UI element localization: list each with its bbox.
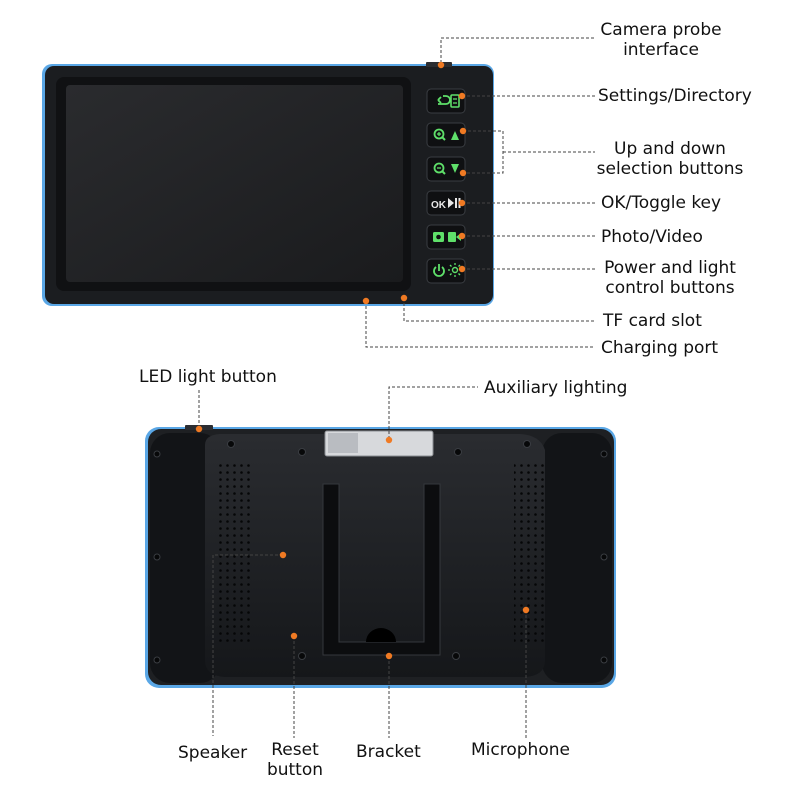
label-tf-card: TF card slot xyxy=(603,311,702,331)
front-leader-lines xyxy=(365,37,595,348)
label-speaker: Speaker xyxy=(178,743,248,763)
back-leader-lines xyxy=(198,386,527,738)
back-center-panel xyxy=(205,434,545,677)
power-icon xyxy=(433,264,445,277)
up-selection-button[interactable] xyxy=(426,122,466,148)
label-microphone: Microphone xyxy=(471,740,570,760)
triangle-up-icon xyxy=(451,131,459,140)
label-reset-line1: Reset xyxy=(271,740,319,760)
label-up-down: Up and down selection buttons xyxy=(590,139,750,179)
label-camera-probe-line1: Camera probe xyxy=(600,20,722,40)
dot-tf-card xyxy=(400,294,408,302)
leader-charging xyxy=(365,301,595,348)
dot-charging xyxy=(362,297,370,305)
label-auxiliary-lighting: Auxiliary lighting xyxy=(484,378,628,398)
zoom-out-icon xyxy=(433,162,446,175)
label-bracket: Bracket xyxy=(356,742,421,762)
dot-up xyxy=(459,127,467,135)
leader-camera-probe xyxy=(440,37,595,63)
front-device xyxy=(42,62,494,306)
dot-photo-video xyxy=(458,232,466,240)
label-reset-line2: button xyxy=(266,760,324,780)
dot-ok xyxy=(458,199,466,207)
ok-text-icon: OK xyxy=(431,200,447,211)
label-power-light: Power and light control buttons xyxy=(595,258,745,298)
menu-list-icon xyxy=(450,94,460,108)
leader-tf-card xyxy=(403,298,595,322)
label-up-down-line2: selection buttons xyxy=(596,159,744,179)
label-led-light-button: LED light button xyxy=(139,367,277,387)
back-screws xyxy=(153,440,608,664)
dot-bracket xyxy=(385,652,393,660)
left-grip xyxy=(150,433,220,683)
label-settings-directory: Settings/Directory xyxy=(598,86,752,106)
leader-aux xyxy=(388,386,478,439)
camera-icon xyxy=(433,232,444,242)
power-light-button[interactable] xyxy=(426,258,466,284)
dot-reset xyxy=(290,632,298,640)
mic-grill-right xyxy=(514,462,546,642)
speaker-grill-left xyxy=(218,462,250,642)
back-device xyxy=(145,425,616,688)
label-charging-port: Charging port xyxy=(601,338,719,358)
back-arrow-icon xyxy=(437,95,451,105)
kickstand-bracket xyxy=(322,483,441,656)
label-reset-button: Reset button xyxy=(260,740,330,780)
dot-microphone xyxy=(522,606,530,614)
back-callout-dots xyxy=(195,425,530,660)
dot-speaker xyxy=(279,551,287,559)
label-camera-probe: Camera probe interface xyxy=(597,20,725,60)
front-screen xyxy=(66,85,403,282)
label-up-down-line1: Up and down xyxy=(614,139,726,159)
label-power-light-line2: control buttons xyxy=(605,278,735,298)
dot-camera-probe xyxy=(437,61,445,69)
dot-power-light xyxy=(458,265,466,273)
dot-settings xyxy=(458,92,466,100)
zoom-in-icon xyxy=(433,128,446,141)
settings-directory-button[interactable] xyxy=(426,88,466,114)
light-icon xyxy=(448,263,462,277)
auxiliary-light-lens xyxy=(328,433,358,453)
right-grip xyxy=(542,433,612,683)
leader-speaker xyxy=(212,554,283,736)
triangle-down-icon xyxy=(451,164,459,173)
down-selection-button[interactable] xyxy=(426,156,466,182)
label-photo-video: Photo/Video xyxy=(601,227,703,247)
dot-aux xyxy=(385,436,393,444)
label-camera-probe-line2: interface xyxy=(623,40,699,60)
front-callout-dots xyxy=(362,61,467,305)
label-ok-toggle: OK/Toggle key xyxy=(601,193,722,213)
label-power-light-line1: Power and light xyxy=(604,258,736,278)
dot-down xyxy=(459,169,467,177)
dot-led xyxy=(195,425,203,433)
